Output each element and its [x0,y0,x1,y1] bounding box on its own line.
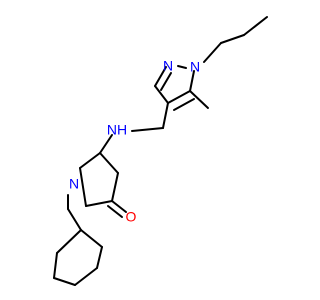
atom-n-pyrazole-1: N [190,59,200,75]
bond [167,90,191,104]
cyclohexylmethyl-group [53,194,103,286]
bond [96,246,103,269]
propyl-chain [203,16,268,63]
bond [154,85,169,104]
atom-nh-amine: NH [107,122,127,138]
bond [80,229,103,248]
bond [111,172,119,202]
bond [85,200,113,207]
atom-n-pyrrolidinone: N [69,176,79,192]
bond [67,208,82,231]
bond [177,65,187,69]
pyrazole-ring [154,65,195,111]
bond [162,102,169,129]
linker [99,102,169,154]
molecule-structure-diagram: N N NH N O [53,16,268,286]
bond [243,16,268,36]
bond [53,252,58,279]
bond [99,134,113,154]
bond [111,200,127,213]
bond [99,152,119,174]
bond [79,152,101,169]
bond [220,34,245,44]
bond [79,167,87,207]
bond [131,127,164,132]
bond [203,42,222,63]
bond [56,229,82,254]
bond [154,66,167,87]
bond [107,205,123,218]
atom-n-pyrazole-2: N [163,58,173,74]
bond [173,98,195,111]
methyl-group [189,90,209,109]
bond [74,267,98,286]
pyrrolidinone-ring [79,152,127,218]
bond [189,90,209,109]
bond [160,72,172,91]
atom-o-carbonyl: O [126,209,137,225]
bond [53,277,76,286]
bond [189,70,195,92]
